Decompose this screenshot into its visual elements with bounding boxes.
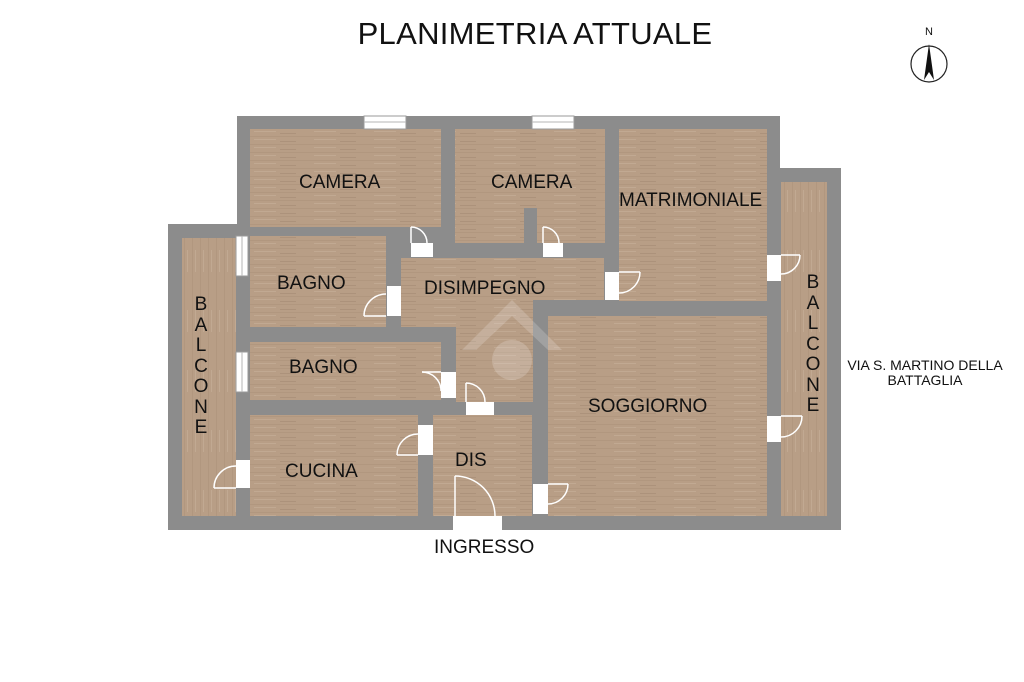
door-openings bbox=[236, 243, 781, 530]
north-arrow: N bbox=[906, 22, 952, 86]
floor-camera-1 bbox=[250, 129, 441, 227]
watermark-logo-icon bbox=[462, 300, 562, 380]
floor-balcone-left bbox=[182, 238, 236, 516]
page-title: PLANIMETRIA ATTUALE bbox=[357, 16, 713, 51]
floor-cucina bbox=[250, 415, 418, 516]
entrance-label: INGRESSO bbox=[434, 537, 535, 558]
floor-balcone-right bbox=[781, 182, 827, 516]
floor-soggiorno bbox=[548, 316, 767, 516]
north-label: N bbox=[925, 26, 933, 38]
floor-dis bbox=[433, 415, 532, 516]
room-label-matrimoniale: MATRIMONIALE bbox=[619, 190, 763, 211]
room-label-cucina: CUCINA bbox=[285, 461, 358, 482]
room-label-camera-2: CAMERA bbox=[491, 172, 573, 193]
room-label-bagno-1: BAGNO bbox=[277, 273, 346, 294]
floor-matrimoniale bbox=[619, 129, 767, 301]
room-label-dis: DIS bbox=[455, 450, 487, 471]
room-label-soggiorno: SOGGIORNO bbox=[588, 396, 708, 417]
rooms-floors bbox=[182, 129, 827, 516]
room-label-camera-1: CAMERA bbox=[299, 172, 381, 193]
room-label-bagno-2: BAGNO bbox=[289, 357, 358, 378]
compass-needle-icon bbox=[924, 44, 934, 80]
room-label-disimpegno: DISIMPEGNO bbox=[424, 278, 546, 299]
floor-disimpegno bbox=[401, 258, 604, 402]
door-swings bbox=[213, 226, 803, 517]
floor-bagno-2 bbox=[250, 342, 441, 400]
room-label-balcone-right: B A L C O N E bbox=[805, 272, 821, 416]
floor-bagno-1 bbox=[250, 236, 386, 327]
room-label-balcone-left: B A L C O N E bbox=[193, 294, 209, 438]
